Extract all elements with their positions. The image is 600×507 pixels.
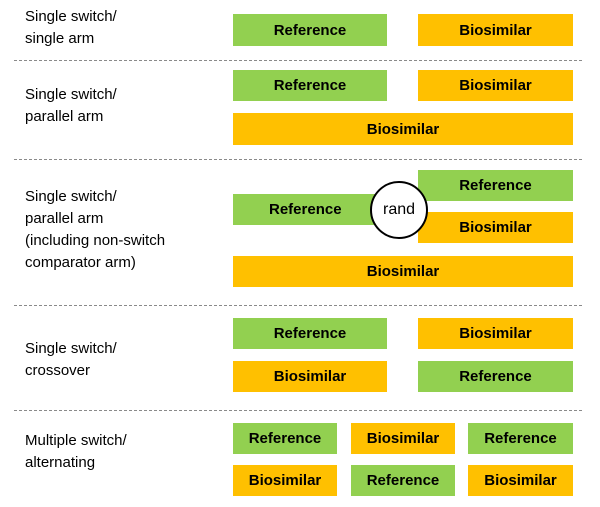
section-divider xyxy=(14,60,582,61)
biosimilar-box: Biosimilar xyxy=(468,465,573,496)
reference-box: Reference xyxy=(233,14,387,46)
biosimilar-box: Biosimilar xyxy=(418,212,573,243)
biosimilar-box: Biosimilar xyxy=(418,70,573,101)
biosimilar-box: Biosimilar xyxy=(418,14,573,46)
section-divider xyxy=(14,410,582,411)
randomization-label: rand xyxy=(382,201,416,218)
reference-box: Reference xyxy=(351,465,455,496)
design-label-alternating: Multiple switch/ alternating xyxy=(25,432,127,471)
reference-box: Reference xyxy=(418,361,573,392)
reference-box: Reference xyxy=(233,423,337,454)
design-label-parallel-arm-comparator: Single switch/ parallel arm (including n… xyxy=(25,188,166,271)
section-divider xyxy=(14,159,582,160)
reference-box: Reference xyxy=(233,70,387,101)
reference-box: Reference xyxy=(418,170,573,201)
reference-box: Reference xyxy=(233,194,387,225)
biosimilar-box: Biosimilar xyxy=(233,361,387,392)
design-label-single-arm: Single switch/ single arm xyxy=(25,8,117,47)
randomization-node: rand xyxy=(370,181,428,239)
biosimilar-box: Biosimilar xyxy=(233,465,337,496)
design-label-crossover: Single switch/ crossover xyxy=(25,340,117,379)
biosimilar-box: Biosimilar xyxy=(418,318,573,349)
section-divider xyxy=(14,305,582,306)
biosimilar-box: Biosimilar xyxy=(233,256,573,287)
biosimilar-box: Biosimilar xyxy=(351,423,455,454)
biosimilar-box: Biosimilar xyxy=(233,113,573,145)
design-label-parallel-arm: Single switch/ parallel arm xyxy=(25,86,117,125)
reference-box: Reference xyxy=(233,318,387,349)
reference-box: Reference xyxy=(468,423,573,454)
